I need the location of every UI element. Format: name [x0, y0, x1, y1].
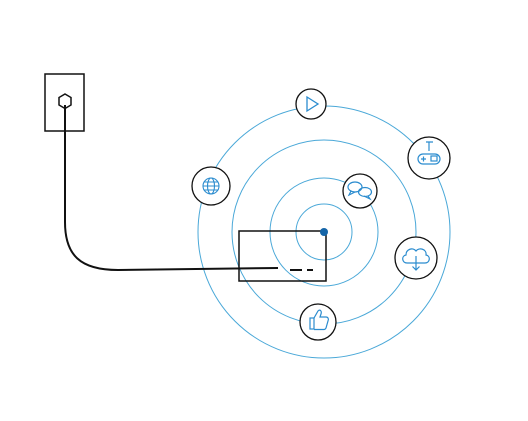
chat-bubbles-icon: [347, 181, 373, 201]
router-box-icon: [238, 228, 328, 282]
orbit-badge-globe: [191, 166, 231, 206]
orbit-badge-play: [295, 88, 327, 120]
orbit-badge-cloud: [394, 236, 438, 280]
thumbs-up-icon: [309, 309, 329, 331]
router-center-dot: [320, 228, 328, 236]
ring-2: [269, 177, 379, 287]
cloud-download-icon: [402, 248, 430, 271]
game-controller-icon: [417, 141, 441, 165]
orbit-badge-game: [407, 136, 451, 180]
router-box: [238, 230, 327, 282]
play-icon: [306, 95, 320, 113]
orbit-badge-chat: [342, 173, 378, 209]
ring-1: [295, 203, 353, 261]
globe-icon: [202, 177, 220, 195]
power-cable: [64, 105, 279, 272]
orbit-badge-like: [299, 303, 337, 341]
